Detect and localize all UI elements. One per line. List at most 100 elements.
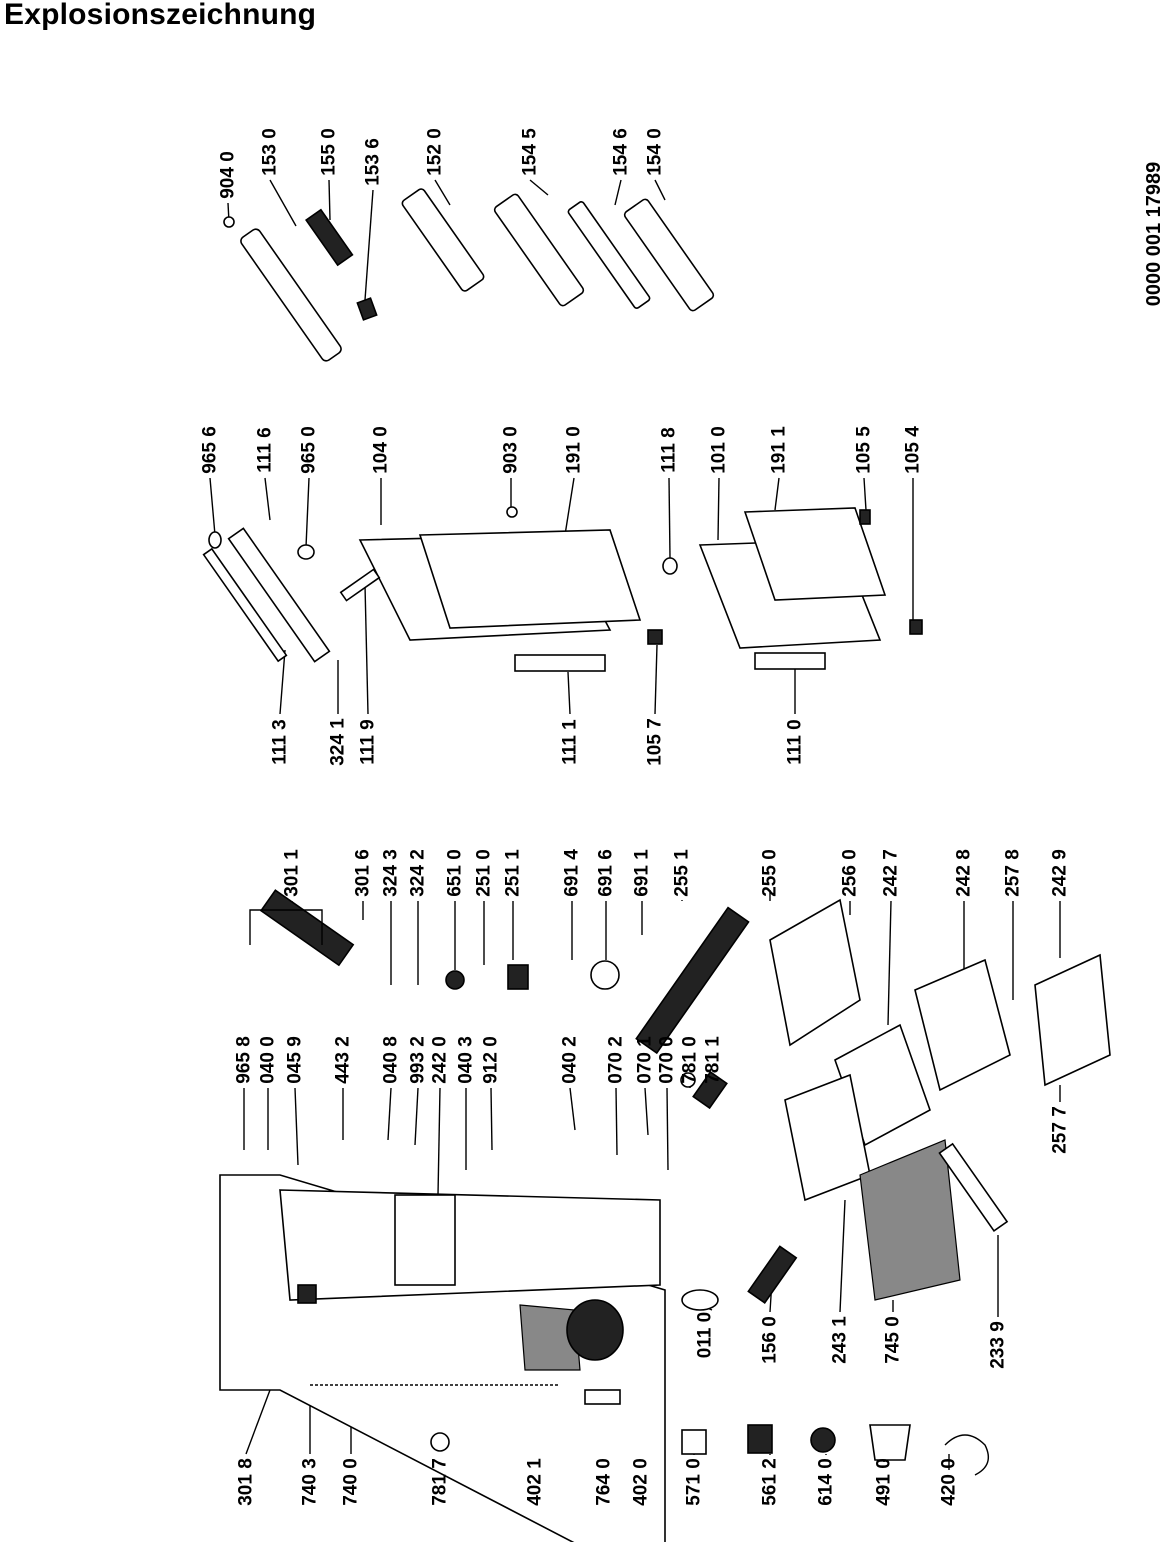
leader-line [569, 1087, 576, 1131]
part-label: 903 0 [501, 426, 522, 474]
leader-line [490, 1087, 493, 1151]
part-shape-154-6 [567, 201, 651, 309]
part-shape-111-3 [202, 547, 288, 663]
part-shape-242-8 [914, 958, 1011, 1092]
part-shape-111-6 [227, 527, 331, 663]
part-shape-111-8 [662, 557, 678, 575]
part-label: 571 0 [684, 1458, 705, 1506]
part-label: 904 0 [218, 151, 239, 199]
part-label: 101 0 [709, 426, 730, 474]
leader-line [434, 179, 451, 206]
page-title: Explosionszeichnung [4, 0, 317, 31]
part-label: 242 0 [430, 1036, 451, 1084]
part-shape-155-0 [305, 208, 354, 267]
leader-line [269, 179, 297, 227]
part-shape-301-1-bracket [249, 909, 323, 945]
part-shape-903-0 [506, 506, 518, 518]
part-shape-cabinet-interior [279, 1189, 661, 1301]
part-label: 251 1 [503, 849, 524, 897]
leader-line [245, 1389, 271, 1455]
part-label: 740 3 [300, 1458, 321, 1506]
part-label: 243 1 [830, 1316, 851, 1364]
part-label: 111 3 [270, 719, 291, 764]
part-label: 256 0 [840, 849, 861, 897]
part-label: 156 0 [760, 1316, 781, 1364]
part-shape-153-0 [240, 228, 342, 362]
part-label: 242 7 [881, 849, 902, 897]
part-shape-571-0 [681, 1429, 707, 1455]
part-shape-301-8 [297, 1284, 317, 1304]
leader-line [839, 1199, 846, 1313]
part-shape-191-0 [418, 529, 642, 629]
part-label: 242 9 [1050, 849, 1071, 897]
part-label: 912 0 [481, 1036, 502, 1084]
part-label: 153 0 [260, 128, 281, 176]
part-shape-011-0 [681, 1289, 719, 1311]
part-label: 651 0 [445, 849, 466, 897]
part-shape-420-0 [944, 1434, 989, 1476]
part-label: 040 8 [381, 1036, 402, 1084]
part-shape-781-7 [430, 1432, 450, 1452]
part-label: 691 4 [562, 849, 583, 897]
leader-line [614, 179, 622, 206]
leader-line [644, 1087, 649, 1136]
part-shape-965-0 [297, 544, 315, 560]
part-shape-154-5 [493, 193, 585, 307]
part-shape-111-0 [754, 652, 826, 670]
part-label: 070 1 [635, 1036, 656, 1084]
part-label: 040 3 [456, 1036, 477, 1084]
leader-line [774, 477, 780, 511]
part-shape-255-1 [635, 906, 750, 1055]
part-label: 191 0 [564, 426, 585, 474]
leader-line [209, 477, 216, 536]
document-number: 0000 001 17989 [1143, 162, 1164, 307]
part-shape-781-1 [692, 1070, 728, 1110]
leader-line [387, 1087, 392, 1141]
leader-line [364, 584, 369, 715]
leader-line [264, 477, 271, 521]
leader-line [887, 900, 892, 1026]
part-shape-651-0 [445, 970, 465, 990]
part-label: 781 7 [430, 1458, 451, 1506]
part-label: 242 8 [954, 849, 975, 897]
part-shape-105-5 [859, 509, 871, 525]
part-shape-781-0 [680, 1072, 696, 1088]
part-shape-561-2 [747, 1424, 773, 1454]
part-label: 191 1 [769, 426, 790, 474]
part-label: 402 1 [525, 1458, 546, 1506]
part-label: 781 1 [703, 1036, 724, 1084]
part-shape-491-0 [869, 1424, 911, 1461]
part-label: 070 2 [606, 1036, 627, 1084]
leader-line [564, 477, 575, 536]
parts-illustration [202, 188, 1111, 1542]
part-shape-402-0 [566, 1299, 624, 1361]
part-label: 070 0 [657, 1036, 678, 1084]
part-label: 965 8 [234, 1036, 255, 1084]
part-label: 104 0 [371, 426, 392, 474]
part-shape-255-0 [769, 898, 861, 1047]
part-shape-105-4 [909, 619, 923, 635]
part-shape-402-1 [519, 1304, 581, 1371]
part-label: 154 0 [645, 128, 666, 176]
part-label: 233 9 [988, 1321, 1009, 1369]
part-label: 324 1 [328, 718, 349, 766]
part-label: 614 0 [816, 1458, 837, 1506]
part-label: 011 0 [695, 1312, 716, 1359]
part-label: 740 0 [341, 1458, 362, 1506]
part-shape-105-7 [647, 629, 663, 645]
part-shape-233-9 [938, 1142, 1009, 1233]
part-label: 561 2 [760, 1458, 781, 1506]
part-label: 105 4 [903, 426, 924, 474]
part-label: 111 0 [785, 719, 806, 764]
part-label: 691 6 [596, 849, 617, 897]
part-label: 040 0 [258, 1036, 279, 1084]
part-label: 153 6 [363, 138, 384, 186]
leader-line [328, 179, 331, 221]
part-shape-156-0 [747, 1245, 798, 1304]
part-shape-691-6 [590, 960, 620, 990]
part-label: 301 8 [236, 1458, 257, 1506]
part-label: 781 0 [680, 1036, 701, 1084]
part-shape-965-6 [208, 531, 222, 549]
part-shape-745-0 [859, 1139, 961, 1301]
part-shape-904-0 [223, 216, 235, 228]
